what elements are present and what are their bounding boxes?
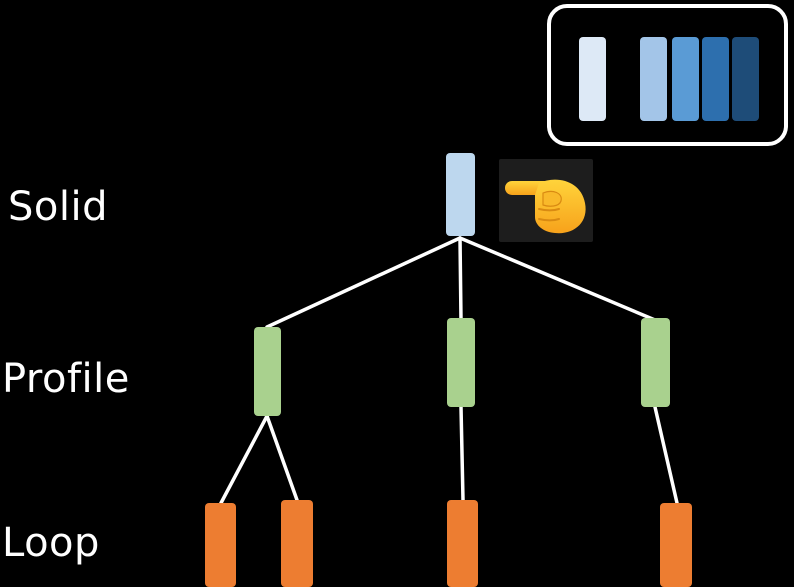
level-label-profile: Profile — [2, 356, 130, 402]
edge-solid-profile-2 — [458, 236, 463, 322]
pointing-hand-graphic — [505, 179, 586, 234]
solid-node[interactable] — [446, 153, 475, 236]
profile-node-2[interactable] — [447, 318, 475, 407]
level-label-loop: Loop — [2, 520, 100, 566]
profile-node-1[interactable] — [254, 327, 281, 416]
loop-node-1a[interactable] — [205, 503, 236, 587]
loop-node-1b[interactable] — [281, 500, 313, 587]
level-label-solid: Solid — [8, 184, 108, 230]
edge-profile-1-loop-1a — [219, 414, 269, 505]
color-legend — [547, 4, 788, 146]
loop-node-3[interactable] — [660, 503, 692, 587]
legend-swatch-gradient-4 — [732, 37, 759, 121]
edge-profile-1-loop-1b — [265, 414, 299, 502]
tree-edges — [219, 236, 679, 505]
legend-swatch-light — [579, 37, 606, 121]
loop-node-2[interactable] — [447, 500, 478, 587]
edge-solid-profile-1 — [265, 236, 462, 329]
edge-profile-3-loop-3 — [653, 405, 679, 505]
legend-swatch-gradient-1 — [640, 37, 667, 121]
legend-swatch-gradient-2 — [672, 37, 699, 121]
edge-profile-2-loop-2 — [459, 405, 465, 502]
profile-node-3[interactable] — [641, 318, 670, 407]
legend-swatch-gradient-3 — [702, 37, 729, 121]
pointing-hand-icon — [499, 159, 593, 242]
edge-solid-profile-3 — [458, 236, 657, 322]
